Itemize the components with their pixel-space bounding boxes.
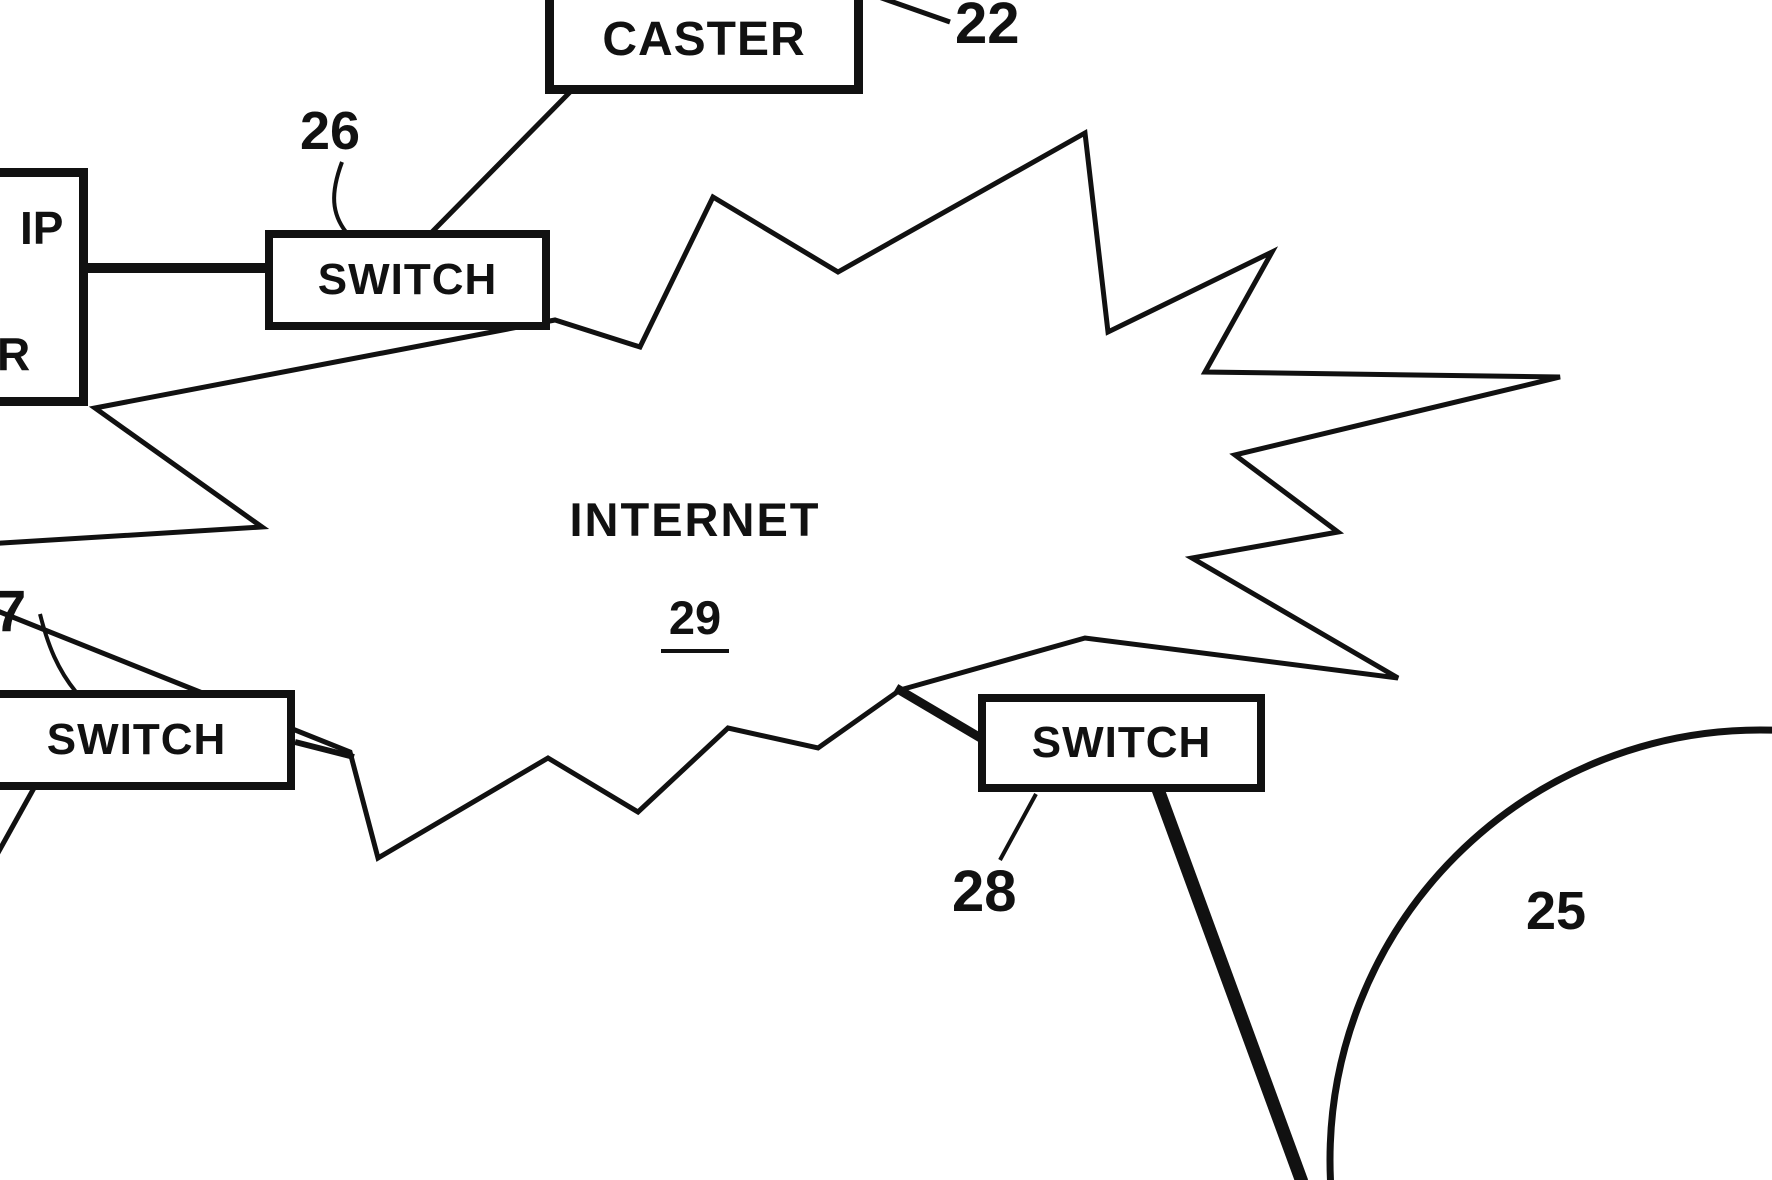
switch-box-28: SWITCH bbox=[978, 694, 1265, 792]
internet-label: INTERNET bbox=[569, 493, 821, 546]
internet-ref-wrap: 29 bbox=[620, 590, 770, 653]
ref-22: 22 bbox=[955, 0, 1020, 56]
connector-switch7-cloud bbox=[294, 739, 355, 760]
internet-ref: 29 bbox=[660, 590, 730, 653]
ref-7: 7 bbox=[0, 579, 27, 644]
connector-cloud-switch28 bbox=[893, 684, 987, 744]
ref-28: 28 bbox=[952, 859, 1017, 924]
remote-network-circle bbox=[1326, 726, 1772, 1180]
left-device-text-top: IP bbox=[20, 202, 64, 254]
switch-26-label: SWITCH bbox=[317, 255, 498, 304]
leader-ref-22 bbox=[879, 0, 951, 25]
left-device-text-bottom: R bbox=[0, 328, 31, 380]
leader-ref-7 bbox=[38, 613, 78, 694]
switch-28-label: SWITCH bbox=[1031, 718, 1212, 767]
connector-caster-switch26 bbox=[428, 88, 574, 236]
caster-box: CASTER bbox=[545, 0, 863, 94]
switch-7-label: SWITCH bbox=[46, 715, 227, 764]
ref-25: 25 bbox=[1526, 881, 1587, 941]
caster-label: CASTER bbox=[602, 12, 806, 66]
switch-box-7: SWITCH bbox=[0, 690, 295, 790]
leader-ref-28 bbox=[998, 793, 1038, 861]
left-device-box: IP R bbox=[0, 168, 88, 406]
internet-cloud-shape bbox=[0, 128, 1561, 862]
leader-ref-26 bbox=[332, 161, 348, 234]
connector-switch28-circle bbox=[1149, 781, 1309, 1180]
switch-box-26: SWITCH bbox=[265, 230, 550, 330]
ref-26: 26 bbox=[300, 101, 361, 161]
connector-switch7-offscreen bbox=[0, 786, 37, 855]
